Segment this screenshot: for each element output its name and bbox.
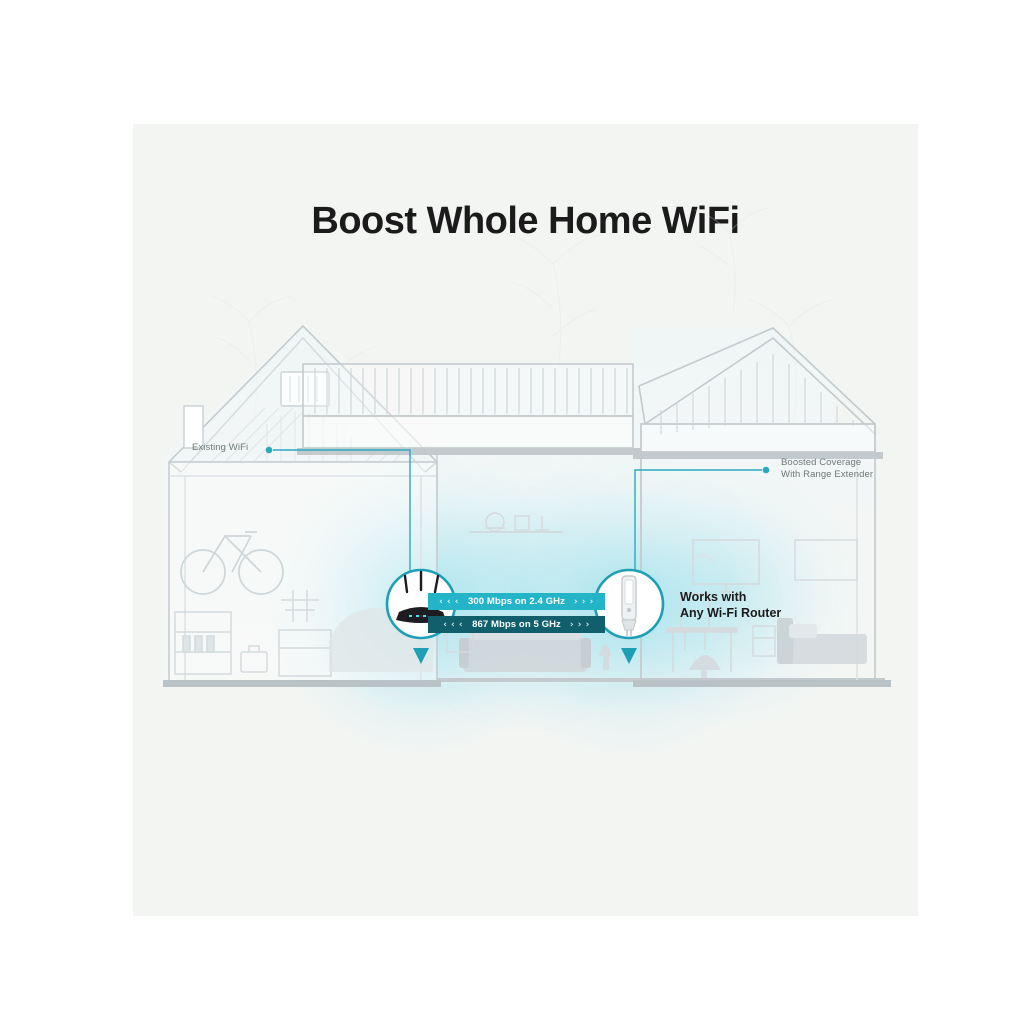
chevron-right-icon: › › ›	[569, 619, 590, 630]
house-foundation	[163, 680, 891, 687]
compatibility-note: Works with Any Wi-Fi Router	[680, 590, 782, 620]
chevron-right-icon: › › ›	[573, 596, 594, 607]
deck-railing	[314, 368, 628, 414]
house-diagram-svg	[163, 207, 891, 754]
callout-connector-left	[265, 446, 411, 586]
garage-shelf	[174, 611, 268, 675]
speed-badge-2-4ghz: ‹ ‹ ‹ 300 Mbps on 2.4 GHz › › ›	[428, 593, 605, 610]
chimney	[183, 405, 204, 449]
callout-connector-right	[634, 466, 770, 584]
speed-badge-2-4ghz-label: 300 Mbps on 2.4 GHz	[468, 596, 565, 607]
range-extender-icon	[621, 575, 637, 636]
speed-badge-5ghz-label: 867 Mbps on 5 GHz	[472, 619, 561, 630]
page-title: Boost Whole Home WiFi	[311, 200, 740, 242]
bicycle-icon	[180, 531, 284, 595]
callout-label-existing-wifi: Existing WiFi	[192, 442, 249, 453]
right-room-furniture	[666, 539, 867, 678]
chevron-left-icon: ‹ ‹ ‹	[443, 619, 464, 630]
callout-label-boosted-coverage: Boosted Coverage With Range Extender	[781, 457, 874, 480]
bed	[777, 618, 867, 664]
gable-siding	[210, 407, 406, 463]
upper-deck	[297, 363, 641, 455]
speed-badge-5ghz: ‹ ‹ ‹ 867 Mbps on 5 GHz › › ›	[428, 616, 605, 633]
wifi-coverage-illustration: Existing WiFi Boosted Coverage With Rang…	[133, 124, 918, 916]
living-room-furniture	[446, 512, 611, 672]
right-roof-battens	[660, 354, 854, 434]
extender-device-marker[interactable]	[593, 568, 665, 664]
chevron-left-icon: ‹ ‹ ‹	[439, 596, 460, 607]
gable-window	[280, 371, 330, 407]
